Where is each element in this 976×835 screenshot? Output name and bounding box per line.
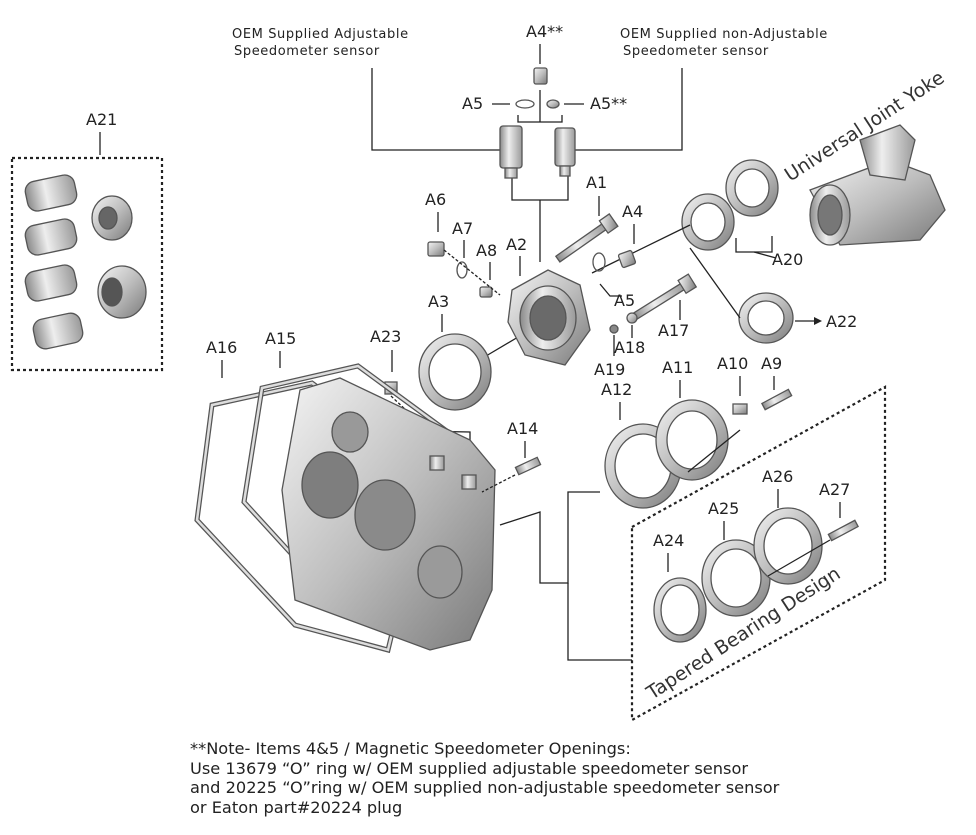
nonadjustable-sensor-header-line2: Speedometer sensor: [623, 44, 769, 59]
o-ring-a5: [515, 99, 535, 109]
label-a4-top: A4**: [526, 22, 563, 41]
pin-a8: [479, 286, 493, 298]
label-a12: A12: [601, 380, 632, 399]
sensor-leader-lines: [371, 68, 683, 262]
label-a23: A23: [370, 327, 401, 346]
bolt-a9: [760, 388, 793, 411]
fitting-a6: [427, 241, 445, 257]
nut-a19: [609, 324, 619, 334]
tapered-bearing-box: [630, 385, 887, 722]
label-a5: A5: [614, 291, 635, 310]
adjustable-sensor-header: OEM Supplied Adjustable: [232, 27, 409, 42]
nonadjustable-sensor-header: OEM Supplied non-Adjustable: [620, 27, 828, 42]
label-a22: A22: [826, 312, 857, 331]
tapered-leader: [567, 583, 632, 661]
bolt-a17: [631, 273, 698, 321]
label-a1: A1: [586, 173, 607, 192]
label-a21: A21: [86, 110, 117, 129]
plug-a4: [533, 67, 548, 85]
nut-a5: [546, 99, 560, 109]
label-a6: A6: [425, 190, 446, 209]
label-a24: A24: [653, 531, 684, 550]
label-a19: A19: [594, 360, 625, 379]
bolt-a27: [827, 519, 860, 542]
label-a15: A15: [265, 329, 296, 348]
note-line-4: or Eaton part#20224 plug: [190, 797, 403, 817]
o-ring-small: [592, 252, 606, 272]
label-a7: A7: [452, 219, 473, 238]
seal-pair-a20: [681, 159, 779, 251]
bolt-a1: [554, 213, 619, 263]
a21-sleeves: [24, 174, 147, 350]
label-a5-right: A5**: [590, 94, 627, 113]
label-a25: A25: [708, 499, 739, 518]
note-line-3: and 20225 “O”ring w/ OEM supplied non-ad…: [190, 778, 780, 797]
gasket-a11: [655, 399, 729, 481]
transfer-case-housing: [281, 377, 496, 651]
gasket-a3: [418, 333, 492, 411]
label-a4: A4: [622, 202, 643, 221]
label-a16: A16: [206, 338, 237, 357]
label-a11: A11: [662, 358, 693, 377]
label-a8: A8: [476, 241, 497, 260]
washer-a18: [626, 312, 638, 324]
speedometer-note: **Note- Items 4&5 / Magnetic Speedometer…: [190, 739, 960, 817]
cover-a26: [753, 507, 823, 585]
label-a5-left: A5: [462, 94, 483, 113]
adjustable-sensor: [499, 125, 523, 179]
adjustable-sensor-header-line2: Speedometer sensor: [234, 44, 380, 59]
nonadjustable-sensor: [554, 127, 576, 177]
label-a9: A9: [761, 354, 782, 373]
ring-a22: [738, 292, 794, 344]
gasket-a25: [701, 539, 771, 617]
label-a14: A14: [507, 419, 538, 438]
label-a26: A26: [762, 467, 793, 486]
bearing-cap-housing-a2: [507, 269, 591, 366]
label-a18: A18: [614, 338, 645, 357]
o-ring-a7: [456, 261, 468, 279]
note-line-2: Use 13679 “O” ring w/ OEM supplied adjus…: [190, 758, 749, 778]
ring-a24: [653, 577, 707, 643]
note-line-1: **Note- Items 4&5 / Magnetic Speedometer…: [190, 739, 631, 758]
label-a27: A27: [819, 480, 850, 499]
universal-joint-yoke: [809, 124, 946, 246]
yoke-label: Universal Joint Yoke: [781, 67, 949, 187]
label-a10: A10: [717, 354, 748, 373]
bolt-a14: [514, 456, 542, 476]
label-a3: A3: [428, 292, 449, 311]
label-a17: A17: [658, 321, 689, 340]
a21-kit-box: [10, 156, 164, 372]
label-a2: A2: [506, 235, 527, 254]
clip-a10: [732, 403, 748, 415]
label-a20: A20: [772, 250, 803, 269]
plug-a4-side: [617, 249, 637, 269]
